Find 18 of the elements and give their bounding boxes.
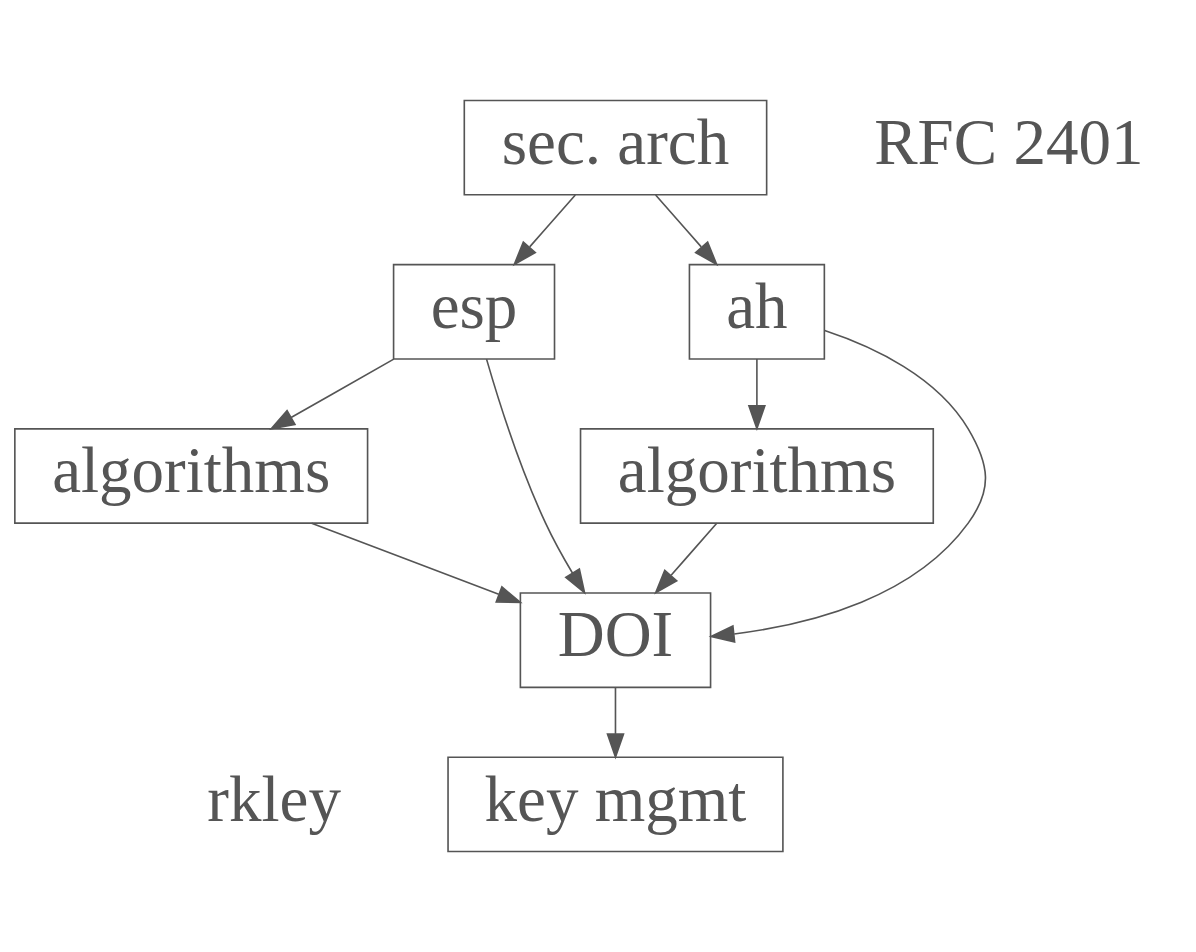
arrow [310,522,523,604]
arrow [485,358,586,595]
node-box: DOI [519,592,712,689]
node-box: key mgmt [447,756,784,853]
arrow [654,194,719,267]
arrow [606,686,625,760]
arrow [708,329,987,643]
node-box: sec. arch [463,99,768,196]
arrow [269,358,395,431]
label: rkley [207,762,341,835]
node-box: ah [688,263,826,360]
node-box: algorithms [14,428,369,524]
arrow [654,522,718,595]
node-box: algorithms [579,428,935,524]
arrow [512,194,577,267]
node-box: esp [392,263,556,360]
label: RFC 2401 [874,105,1144,178]
arrow [747,358,766,432]
